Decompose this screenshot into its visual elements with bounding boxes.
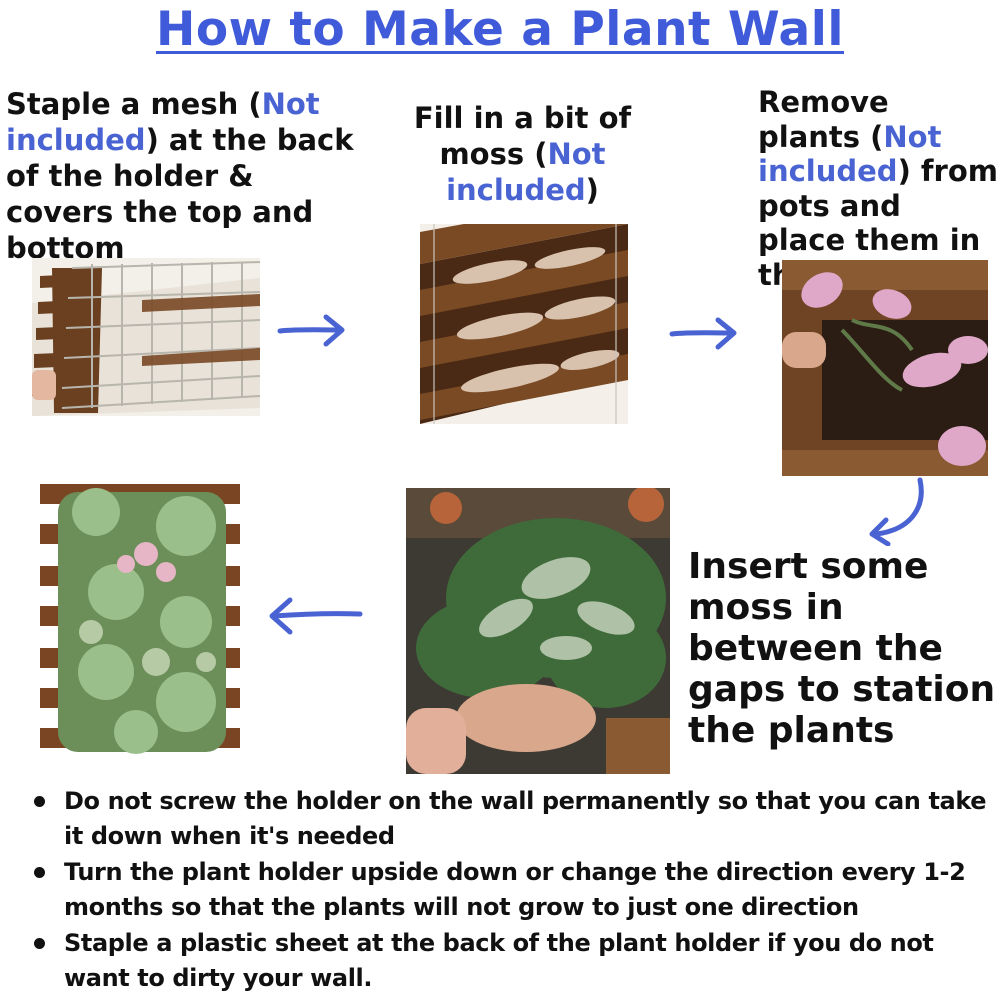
step-1-text-a: Staple a mesh ( — [6, 87, 262, 121]
step-2-text-b: ) — [585, 173, 599, 207]
notes-list: Do not screw the holder on the wall perm… — [30, 784, 995, 997]
step-3-text: Remove plants (Not included) from pots a… — [758, 85, 998, 292]
step-1-text-b: ) at the back of the holder & covers the… — [6, 123, 354, 265]
arrow-right-icon — [669, 317, 737, 350]
mesh-holder-photo — [32, 258, 260, 416]
arrow-curve-down-icon — [869, 477, 924, 546]
arrow-left-icon — [269, 597, 363, 635]
step-1-text: Staple a mesh (Not included) at the back… — [6, 86, 366, 266]
planting-photo — [782, 260, 988, 476]
finished-plant-wall-photo — [36, 472, 248, 768]
step-4-text: Insert some moss in between the gaps to … — [688, 546, 996, 751]
step-2-text: Fill in a bit of moss (Not included) — [410, 100, 635, 208]
step-1-not-included: Not included — [6, 87, 320, 157]
arrow-right-icon — [277, 314, 345, 347]
moss-holder-photo — [420, 224, 628, 424]
list-item: Staple a plastic sheet at the back of th… — [30, 926, 995, 996]
step-2-text-a: Fill in a bit of moss ( — [413, 101, 632, 171]
note-text: Do not screw the holder on the wall perm… — [64, 787, 987, 850]
bullet-dot-icon — [34, 867, 45, 878]
page-title: How to Make a Plant Wall — [156, 2, 844, 57]
note-text: Staple a plastic sheet at the back of th… — [64, 929, 934, 992]
note-text: Turn the plant holder upside down or cha… — [64, 858, 966, 921]
step-2-not-included: Not included — [446, 137, 606, 207]
bullet-dot-icon — [34, 796, 45, 807]
insert-moss-photo — [406, 488, 670, 774]
step-3-text-a: Remove plants ( — [758, 85, 889, 154]
list-item: Do not screw the holder on the wall perm… — [30, 784, 995, 854]
list-item: Turn the plant holder upside down or cha… — [30, 855, 995, 925]
step-3-not-included: Not included — [758, 119, 942, 189]
bullet-dot-icon — [34, 938, 45, 949]
